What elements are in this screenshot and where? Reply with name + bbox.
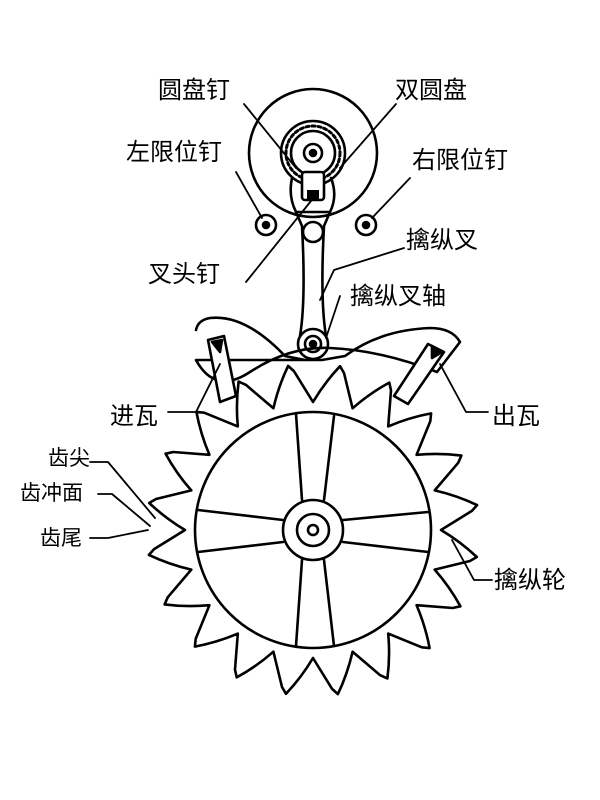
label-pallet-fork: 擒纵叉: [406, 226, 478, 254]
label-left-banking-pin: 左限位钉: [126, 138, 222, 166]
label-exit-pallet: 出瓦: [492, 402, 540, 430]
double-roller: [247, 87, 379, 219]
label-pallet-arbor: 擒纵叉轴: [350, 282, 446, 310]
label-roller-pin-disc: 圆盘钉: [158, 76, 230, 104]
label-guard-pin: 叉头钉: [148, 260, 220, 288]
pallet-bridge: [194, 316, 462, 383]
label-right-banking-pin: 右限位钉: [412, 146, 508, 174]
escape-wheel-teeth: [147, 364, 479, 696]
leader-lines: [89, 103, 493, 581]
label-double-roller: 双圆盘: [395, 76, 467, 104]
label-tooth-heel: 齿尾: [40, 526, 82, 550]
label-tooth-impulse-face: 齿冲面: [20, 481, 83, 505]
pallet-fork: [289, 176, 336, 338]
entry-pallet-stone: [206, 334, 238, 404]
label-escape-wheel: 擒纵轮: [494, 566, 566, 594]
label-tooth-tip: 齿尖: [48, 446, 90, 470]
exit-pallet-stone: [392, 342, 446, 406]
label-entry-pallet: 进瓦: [110, 402, 158, 430]
left-banking-pin: [254, 213, 278, 237]
escape-wheel: [147, 364, 479, 696]
right-banking-pin: [354, 213, 378, 237]
wheel-spokes: [196, 412, 430, 648]
